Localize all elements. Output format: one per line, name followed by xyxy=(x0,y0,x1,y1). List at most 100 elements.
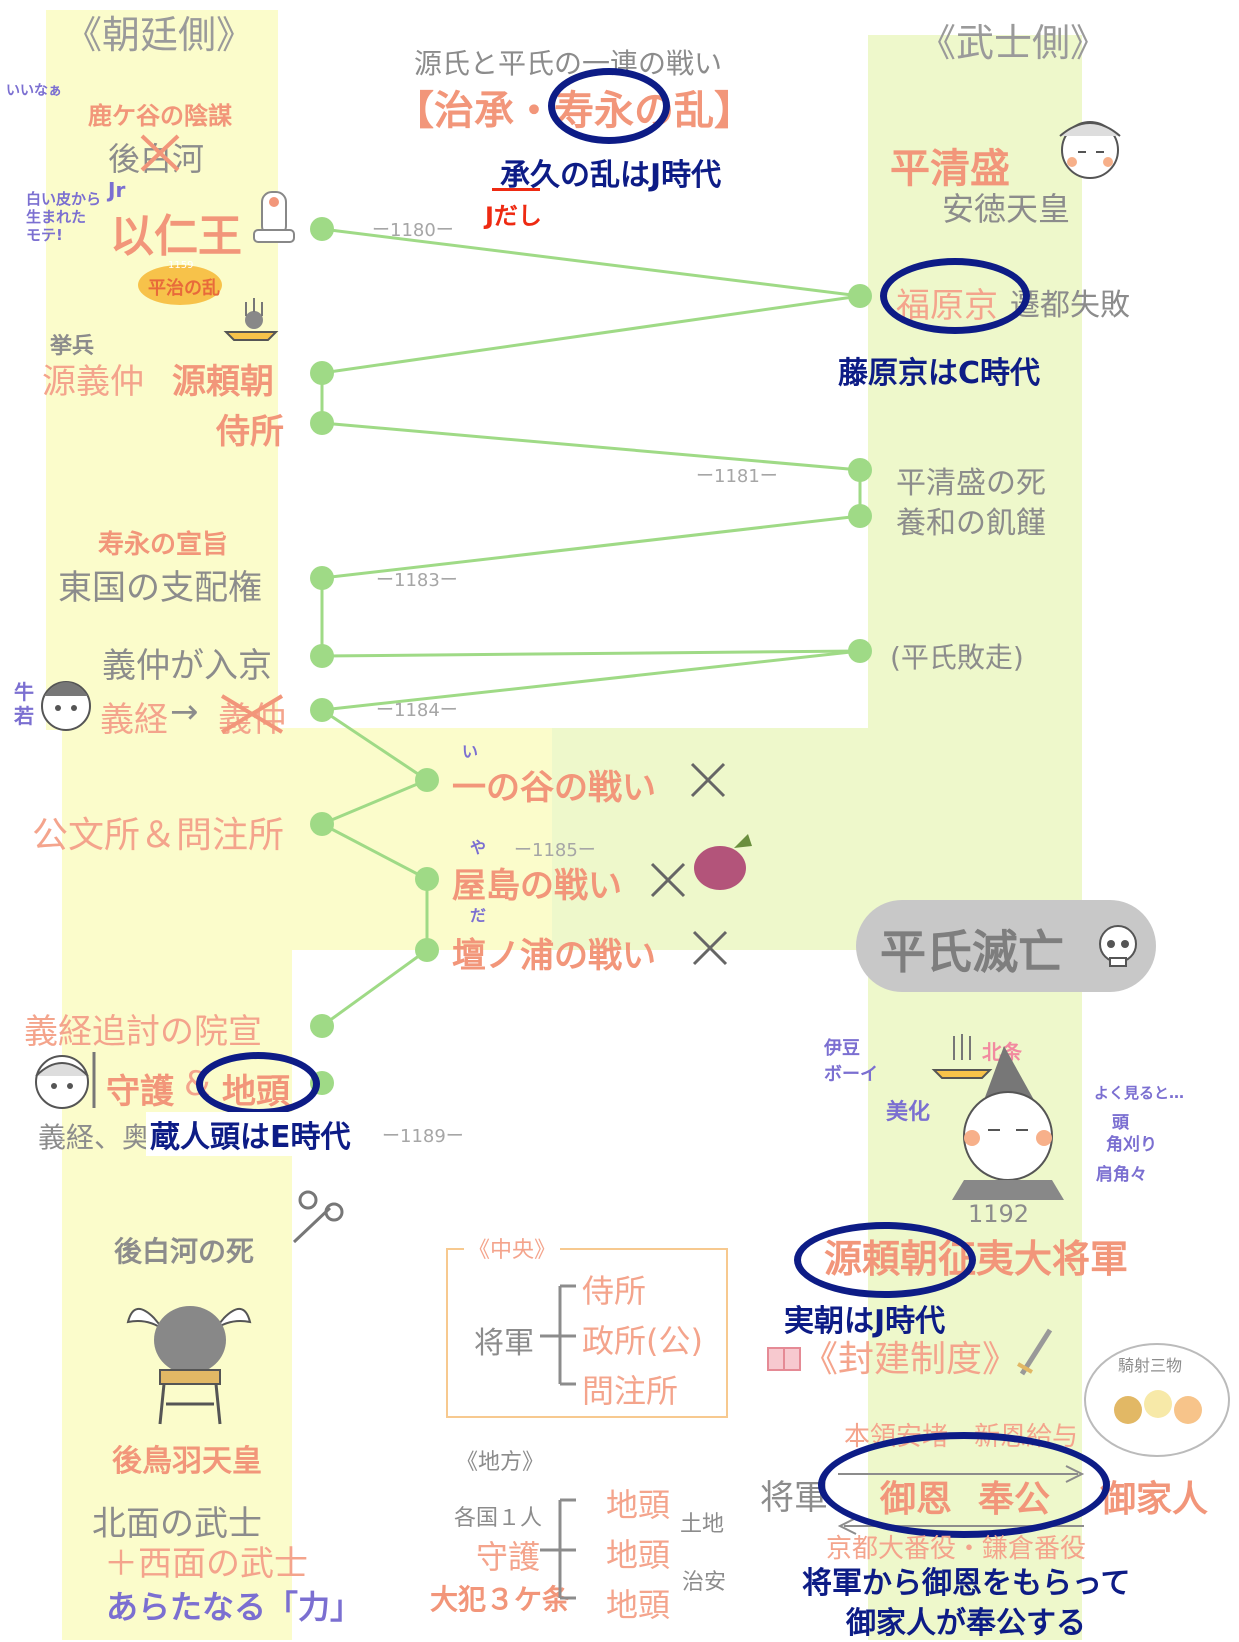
mochihito-label: 以仁王 xyxy=(110,211,242,262)
chiho-kakkoku: 各国１人 xyxy=(454,1506,543,1531)
shishigatani-label: 鹿ケ谷の陰謀 xyxy=(88,102,232,130)
node-ichinotani xyxy=(415,768,439,792)
chiho-tochi: 土地 xyxy=(680,1512,725,1537)
node-tsuito xyxy=(310,1014,334,1038)
node-kumonjo xyxy=(310,812,334,836)
chiho-item-0: 地頭 xyxy=(606,1486,671,1524)
warrior-side-header: 《武士側》 xyxy=(918,21,1109,65)
gotoba-label: 後鳥羽天皇 xyxy=(112,1444,262,1479)
node-samuraidokoro xyxy=(310,411,334,435)
chuo-tree xyxy=(540,1284,576,1386)
chiho-shugo: 守護 xyxy=(476,1538,541,1576)
swords-icon xyxy=(692,930,728,966)
kiyomori-death-label: 平清盛の死 xyxy=(896,466,1046,501)
node-nyukyo xyxy=(310,644,334,668)
sword-icon xyxy=(1017,1328,1053,1376)
kiyomori-label: 平清盛 xyxy=(890,146,1010,192)
doodle-shiroi: 白い皮から生まれた モテ! xyxy=(26,190,102,244)
year-1184: ー1184ー xyxy=(376,700,458,721)
doodle-yoku: よく見ると… xyxy=(1094,1084,1185,1102)
note-shogun-line2: 御家人が奉公する xyxy=(846,1606,1086,1641)
kyohei-label: 挙兵 xyxy=(50,334,95,359)
year-1181: ー1181ー xyxy=(696,466,778,487)
chiho-chian: 治安 xyxy=(682,1570,727,1595)
benkei-face-icon xyxy=(35,1052,96,1109)
year-1189: ー1189ー xyxy=(382,1126,464,1147)
node-yoritomo xyxy=(310,361,334,385)
node-kiyomori-death xyxy=(848,458,872,482)
note-jdashi: Jだし xyxy=(485,202,542,230)
doodle-kata: 肩角々 xyxy=(1096,1165,1147,1185)
tsuito-label: 義経追討の院宣 xyxy=(24,1012,262,1052)
doodle-atama: 頭 xyxy=(1112,1113,1129,1133)
court-side-band xyxy=(46,10,278,730)
yoshinaka-label: 源義仲 xyxy=(42,362,144,402)
warrior-side-band xyxy=(868,35,1082,728)
saimen-label: ＋西面の武士 xyxy=(104,1544,308,1584)
node-haiso xyxy=(848,639,872,663)
doodle-izu: 伊豆 ボーイ xyxy=(824,1038,878,1085)
chuo-item-2: 問注所 xyxy=(582,1372,679,1410)
ushiwaka-face-icon xyxy=(41,681,91,731)
doodle-kisha: 騎射三物 xyxy=(1118,1356,1183,1375)
scroll-icon xyxy=(253,191,295,243)
chuo-item-1: 政所(公) xyxy=(582,1322,703,1360)
node-yashima xyxy=(415,867,439,891)
heiji-badge-icon xyxy=(138,265,222,305)
yowa-label: 養和の飢饉 xyxy=(896,506,1046,541)
arrow-label: → xyxy=(170,692,199,732)
chiho-daibon: 大犯３ケ条 xyxy=(430,1583,571,1616)
chuo-item-0: 侍所 xyxy=(582,1272,647,1310)
yoritomo-portrait-icon xyxy=(952,1046,1064,1200)
gift-icon xyxy=(767,1347,801,1371)
samuraidokoro-label: 侍所 xyxy=(216,412,284,452)
chuo-shogun: 将軍 xyxy=(474,1326,534,1361)
ring-juei xyxy=(548,68,670,144)
antoku-label: 安徳天皇 xyxy=(942,190,1071,228)
node-yowa xyxy=(848,504,872,528)
court-side-header: 《朝廷側》 xyxy=(64,13,255,57)
swords-icon xyxy=(690,762,726,798)
node-yoshitsune xyxy=(310,698,334,722)
chiho-title: 《地方》 xyxy=(456,1450,545,1475)
dannoura-label: 壇ノ浦の戦い xyxy=(452,936,656,976)
shugo-label: 守護 xyxy=(106,1072,174,1112)
heiji-year: 1159 xyxy=(168,260,194,271)
juei-label: 寿永の宣旨 xyxy=(98,530,229,560)
year-1183: ー1183ー xyxy=(376,570,458,591)
chiho-tree xyxy=(540,1498,576,1600)
doodle-jr: Jr xyxy=(108,178,126,202)
eggplant-icon xyxy=(694,834,752,890)
node-togoku xyxy=(310,566,334,590)
doodle-iina: いいなぁ xyxy=(6,83,62,99)
swords-icon xyxy=(650,862,686,898)
skull-icon xyxy=(1099,925,1137,967)
note-kurodo: 蔵人頭はE時代 xyxy=(146,1112,355,1156)
ring-yoritomo xyxy=(794,1222,976,1298)
chikara-label: あらたなる「力」 xyxy=(106,1588,363,1626)
node-dannoura xyxy=(415,938,439,962)
heiji-label: 平治の乱 xyxy=(148,278,220,299)
cross-mark-2 xyxy=(220,694,284,734)
yoshinaka2-label: 義仲 xyxy=(218,700,286,740)
note-fujiwara: 藤原京はC時代 xyxy=(838,356,1041,391)
ring-jito xyxy=(196,1052,320,1116)
haiso-label: (平氏敗走) xyxy=(890,641,1024,674)
yoshitsune-label: 義経 xyxy=(100,700,168,740)
hokumen-label: 北面の武士 xyxy=(92,1504,262,1544)
kumonjo-label: 公文所＆問注所 xyxy=(32,815,285,856)
togoku-label: 東国の支配権 xyxy=(58,568,262,608)
goon-bottom: 京都大番役・鎌倉番役 xyxy=(826,1534,1087,1564)
note-shogun-line1: 将軍から御恩をもらって xyxy=(802,1566,1131,1601)
metsubo-label: 平氏滅亡 xyxy=(880,925,1064,979)
chiho-item-1: 地頭 xyxy=(606,1536,671,1574)
hoken-label: 《封建制度》 xyxy=(802,1339,1019,1380)
gokenin-label: 御家人 xyxy=(1100,1479,1209,1520)
middle-yellow-band xyxy=(62,728,552,950)
kiyomori-face-icon xyxy=(1059,121,1121,179)
doodle-ushi: 牛若 xyxy=(14,680,34,728)
nyukyo-label: 義仲が入京 xyxy=(102,646,272,686)
note-jokyu: 承久の乱はJ時代 xyxy=(500,158,722,193)
yoritomo-label: 源頼朝 xyxy=(172,362,274,402)
